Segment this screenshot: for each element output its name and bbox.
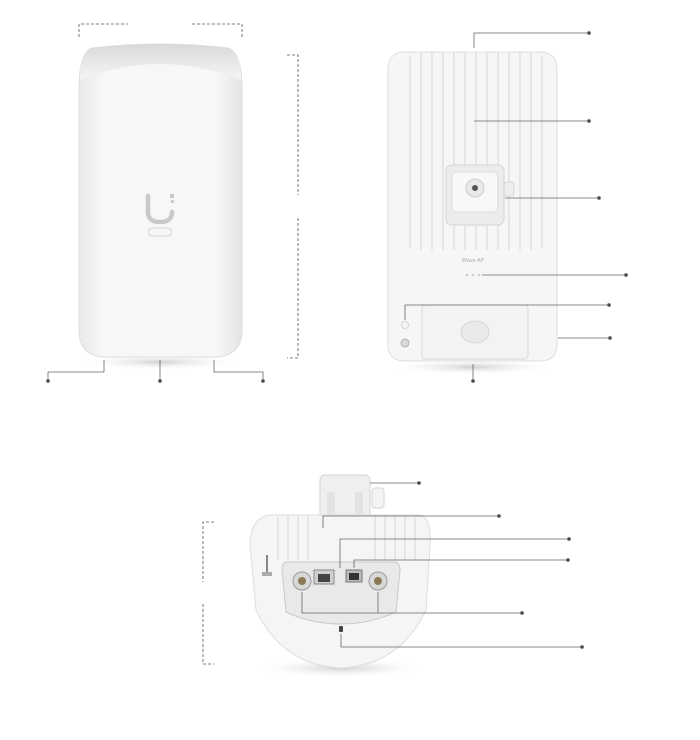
model-label: Wave AP (462, 258, 485, 264)
antenna-connector-icon (292, 571, 312, 591)
front-badge (147, 227, 173, 237)
bottom-fins (277, 516, 416, 560)
front-top-cap (80, 44, 241, 80)
ground-screw-icon (262, 555, 272, 576)
front-dimension-side (287, 54, 299, 359)
antenna-connector-icon (368, 571, 388, 591)
port-bay (281, 561, 401, 625)
bottom-view (202, 474, 584, 678)
reset-button[interactable] (339, 626, 343, 632)
front-dimension-top (78, 23, 243, 37)
pole-mount-bracket (445, 164, 515, 226)
power-port-icon (345, 569, 363, 583)
bottom-mount-bracket (319, 474, 385, 526)
bottom-dimension-side (202, 521, 214, 665)
back-callouts (404, 31, 628, 383)
bottom-callouts (301, 481, 584, 649)
cover-latch (460, 320, 490, 344)
ground-screw-icon (400, 321, 410, 348)
front-view (46, 23, 299, 383)
ubiquiti-logo-icon (145, 193, 175, 225)
status-led-icon (465, 273, 481, 277)
ethernet-port-icon (313, 569, 335, 585)
back-view: Wave AP (387, 31, 628, 383)
front-body (78, 43, 243, 358)
front-callouts (46, 360, 265, 383)
